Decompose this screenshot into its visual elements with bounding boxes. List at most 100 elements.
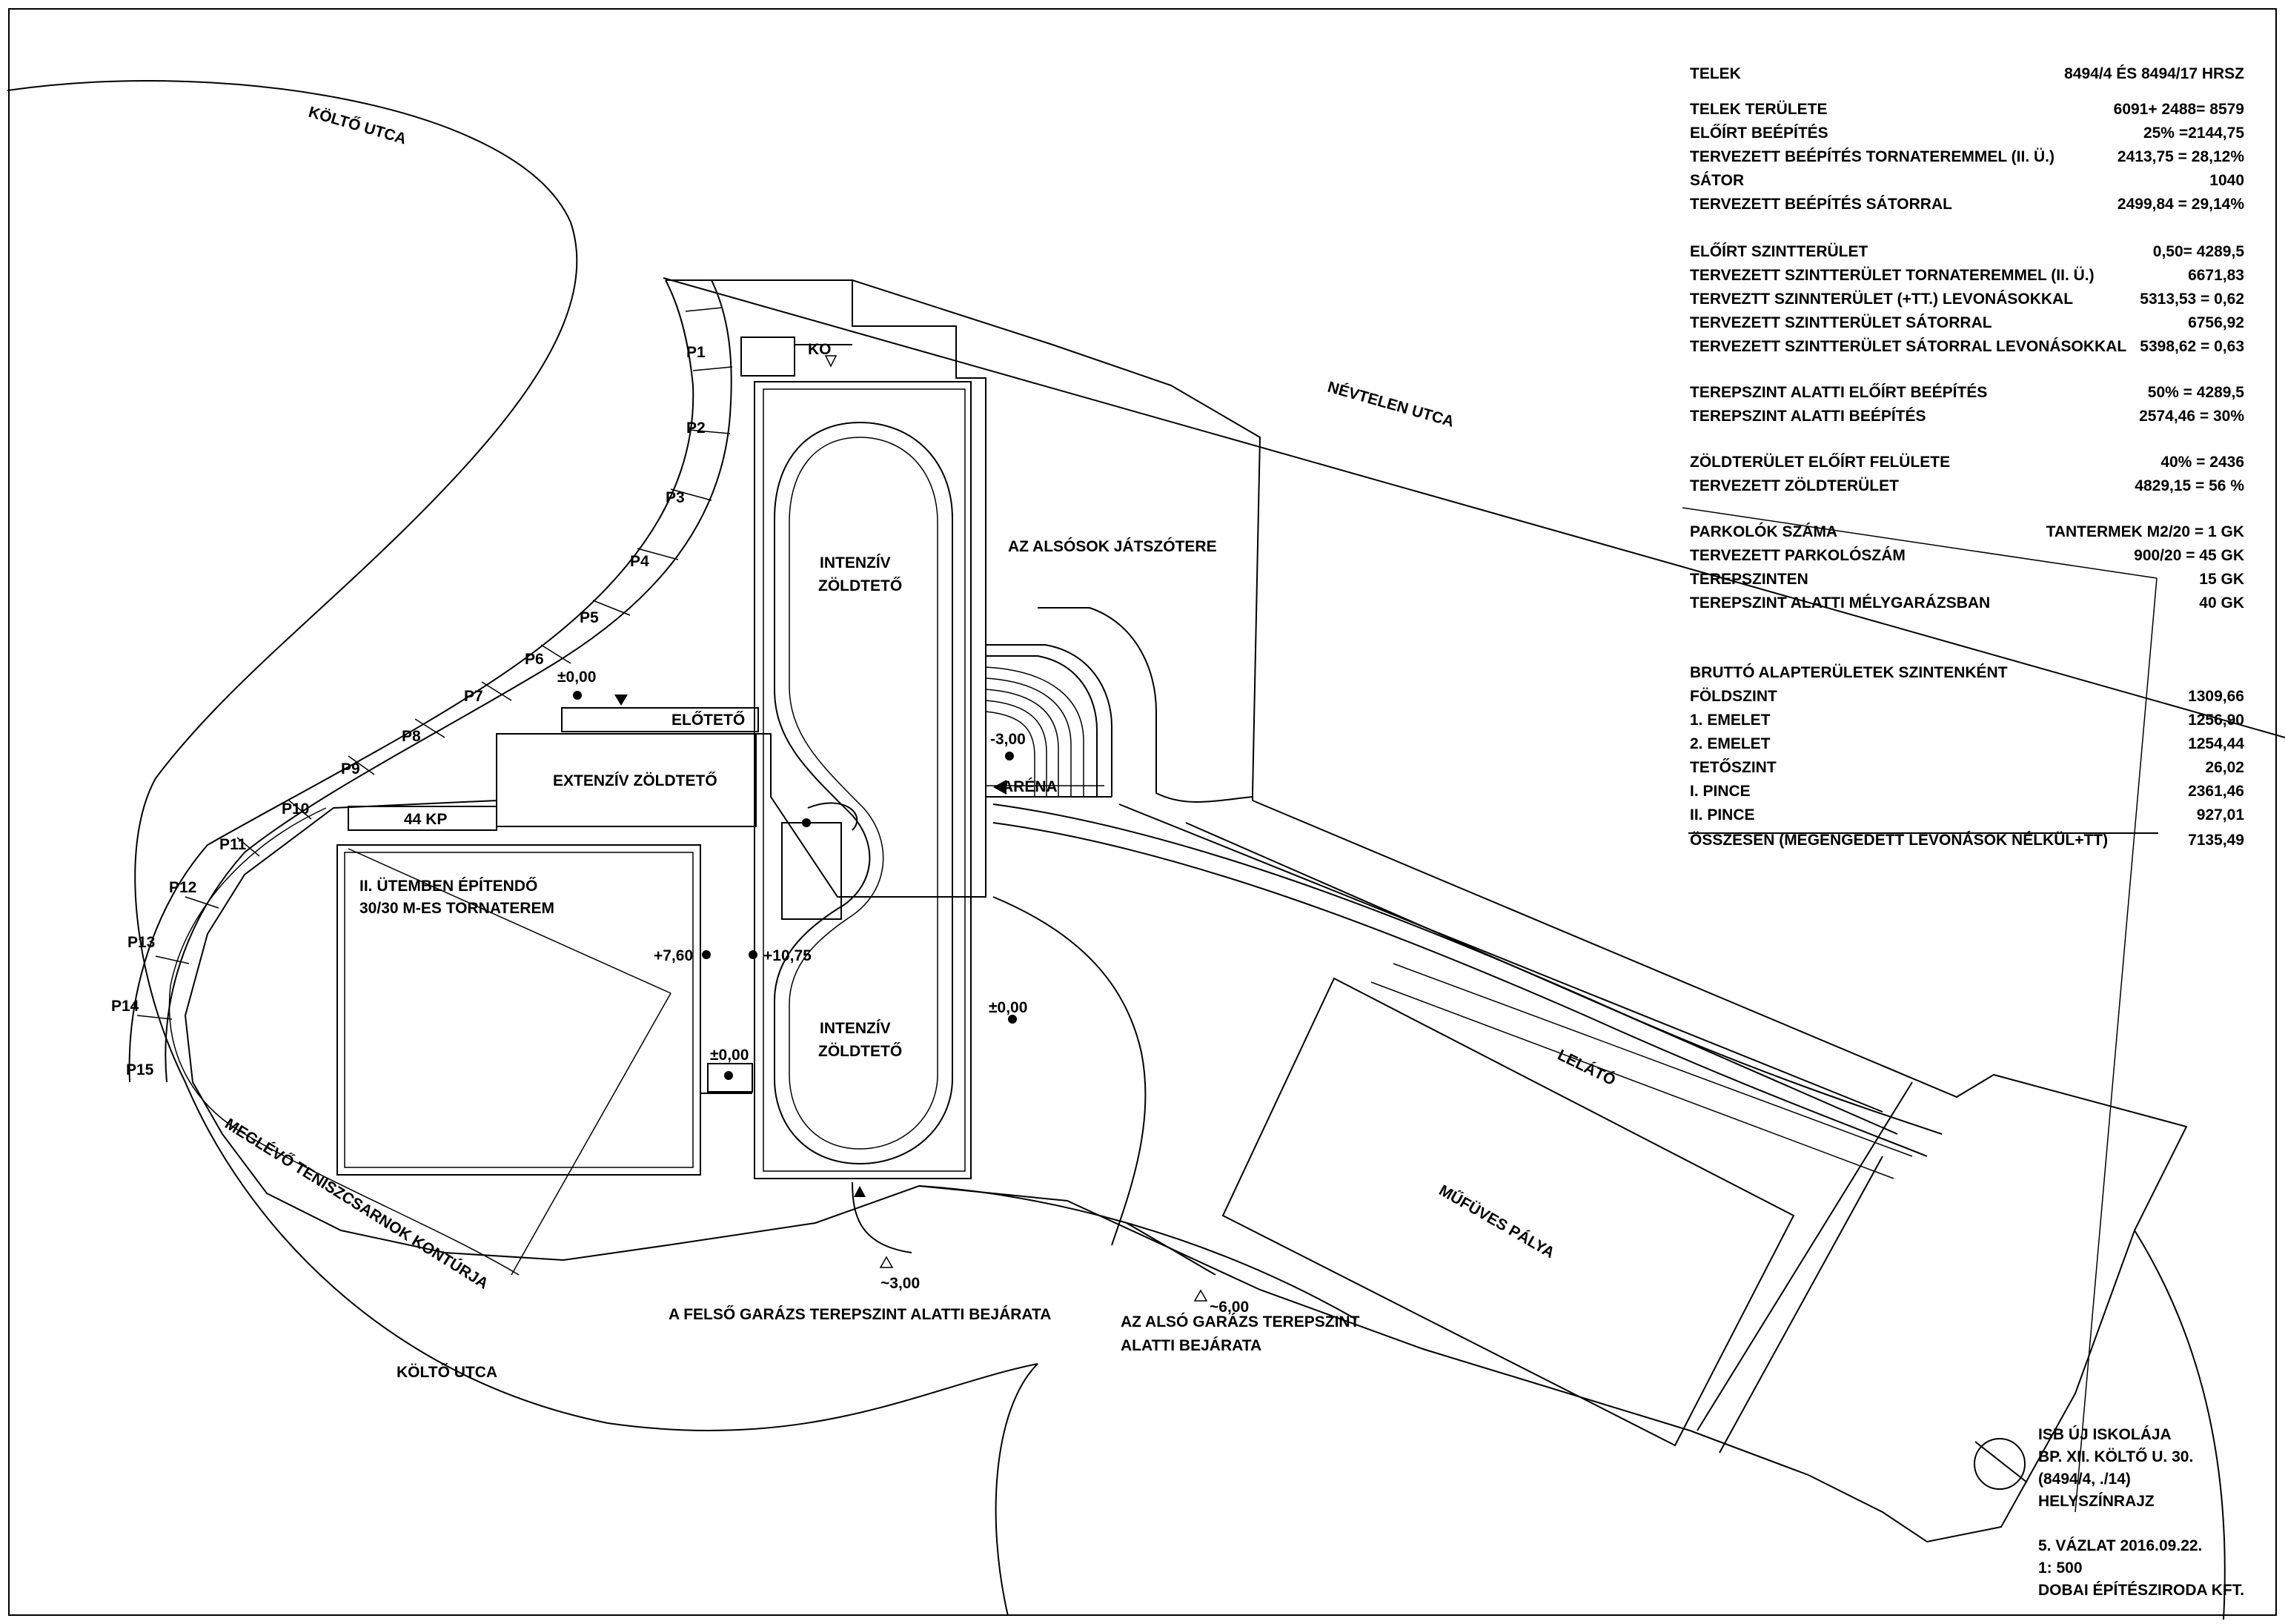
table-row-value: 4829,15 = 56 % [2135,477,2244,494]
drawing-frame [8,8,2277,1616]
label-intenziv-1: INTENZÍV [820,554,891,571]
label-44kp: 44 KP [404,811,447,828]
label-also-garazs-1: AZ ALSÓ GARÁZS TEREPSZINT [1121,1313,1360,1330]
table-row-label: TERVEZETT PARKOLÓSZÁM [1690,546,1906,564]
arena [978,607,1253,803]
label-lelato: LELÁTÓ [1555,1046,1619,1089]
table-row-value: 40% = 2436 [2160,454,2244,471]
label-arena: ARÉNA [1002,778,1058,795]
title-line-7: DOBAI ÉPÍTÉSZIRODA KFT. [2038,1582,2244,1599]
table-row-label: TERVEZETT BEÉPÍTÉS SÁTORRAL [1690,196,1952,213]
title-line-6: 1: 500 [2038,1560,2083,1577]
table-row-value: 6756,92 [2188,314,2244,331]
parking-label: P5 [580,609,599,626]
table-row-label: II. PINCE [1690,806,1755,823]
table-row-value: 1254,44 [2188,735,2244,752]
table-row-label: 1. EMELET [1690,712,1771,729]
table-row-value: 6671,83 [2188,267,2244,284]
label-jatszoter: AZ ALSÓSOK JÁTSZÓTERE [1008,537,1217,555]
site-data-table: TELEK 8494/4 ÉS 8494/17 HRSZ TELEK TERÜLET… [1690,65,2244,849]
table-row-label: TEREPSZINT ALATTI ELŐÍRT BEÉPÍTÉS [1690,384,1987,401]
table-row-value: 26,02 [2205,759,2244,776]
table-row-value: 0,50= 4289,5 [2153,243,2245,260]
table-row-label: I. PINCE [1690,783,1751,800]
gym-building [336,844,753,1276]
parking-label: P3 [666,489,685,506]
label-teniszcsarnok: MEGLÉVŐ TENISZCSARNOK KONTÚRJA [222,1115,491,1293]
north-arrow-icon [1974,1438,2028,1490]
table-row-value: 8494/4 ÉS 8494/17 HRSZ [2064,65,2244,82]
table-row-value: 2574,46 = 30% [2139,408,2244,425]
label-muuves-palya: MŰFÜVES PÁLYA [1436,1181,1558,1262]
title-line-3: (8494/4, ./14) [2038,1471,2131,1488]
parking-label: P15 [126,1061,154,1078]
level-labels: ±0,00 -3,00 +7,60 +10,75 ±0,00 ±0,00 ~3,… [557,669,1249,1316]
parking-label: P2 [686,420,706,437]
table-row-value: 1309,66 [2188,688,2244,705]
table-row-value: 25% =2144,75 [2143,125,2244,142]
title-line-5: 5. VÁZLAT 2016.09.22. [2038,1537,2202,1554]
table-row-label: TEREPSZINT ALATTI MÉLYGARÁZSBAN [1690,594,1990,612]
table-row-label: TEREPSZINT ALATTI BEÉPÍTÉS [1690,408,1926,425]
parking-label: P12 [169,879,196,896]
table-row-label: TERVEZETT ZÖLDTERÜLET [1690,477,1899,494]
table-row-value: 900/20 = 45 GK [2134,547,2244,564]
parking-label: P4 [630,553,649,570]
parking-label: P6 [525,651,544,668]
table-row-label: TETŐSZINT [1690,759,1777,776]
level-label: -3,00 [990,731,1026,748]
table-row-label: ZÖLDTERÜLET ELŐÍRT FELÜLETE [1690,454,1950,471]
level-label: ±0,00 [989,999,1027,1016]
label-felso-garazs: A FELSŐ GARÁZS TEREPSZINT ALATTI BEJÁRAT… [669,1306,1051,1323]
parking-label: P8 [402,728,421,745]
parking-labels: P1 P2 P3 P4 P5 P6 P7 P8 P9 P10 P11 P12 P… [111,344,706,1078]
table-row-value: 1256,90 [2188,712,2244,729]
area-labels: KO INTENZÍV ZÖLDTETŐ AZ ALSÓSOK JÁTSZÓTE… [222,341,1618,1354]
sports-field [1221,963,1913,1454]
table-row-label: TERVEZTT SZINNTERÜLET (+TT.) LEVONÁSOKKA… [1690,291,2073,308]
title-block: ISB ÚJ ISKOLÁJA BP. XII. KÖLTŐ U. 30. (8… [2038,1425,2244,1599]
title-line-1: ISB ÚJ ISKOLÁJA [2038,1425,2172,1443]
parking-label: P10 [282,801,309,818]
table-row-label: ÖSSZESEN (MEGENGEDETT LEVONÁSOK NÉLKÜL+T… [1690,832,2108,849]
table-row-value: TANTERMEK M2/20 = 1 GK [2046,523,2244,540]
level-label: ±0,00 [710,1047,749,1064]
table-row-label: FÖLDSZINT [1690,688,1777,705]
level-label: +7,60 [654,947,693,964]
street-labels: KÖLTŐ UTCA KÖLTŐ UTCA NÉVTELEN UTCA [307,104,1456,1381]
table-row-value: 2361,46 [2188,783,2244,800]
street-outlines [7,80,2285,1620]
label-zoldteto-2: ZÖLDTETŐ [818,1043,902,1060]
table-row-label: ELŐÍRT BEÉPÍTÉS [1690,125,1828,142]
table-row-value: 5313,53 = 0,62 [2140,291,2244,308]
table-row-value: 6091+ 2488= 8579 [2114,101,2244,118]
table-row-value: 40 GK [2199,594,2244,612]
parking-strip [128,279,733,1083]
parking-label: P13 [127,934,155,951]
table-row-label: TELEK [1690,65,1741,82]
site-green-main [184,279,2188,1543]
table-row-value: 2413,75 = 28,12% [2117,148,2244,165]
title-line-2: BP. XII. KÖLTŐ U. 30. [2038,1448,2193,1465]
plot-boundary-line [1682,507,2158,579]
label-eloteto: ELŐTETŐ [671,712,745,729]
table-row-label: TELEK TERÜLETE [1690,101,1828,118]
table-row-value: 1040 [2209,172,2244,189]
table-row-value: 50% = 4289,5 [2148,384,2245,401]
label-zoldteto-1: ZÖLDTETŐ [818,577,902,594]
label-ko: KO [808,341,832,358]
label-tornaterem-2: 30/30 M-ES TORNATEREM [359,900,554,917]
table-row-label: 2. EMELET [1690,735,1771,752]
table-row-value: 927,01 [2197,806,2245,823]
table-row-value: 7135,49 [2188,832,2244,849]
table-row-label: TERVEZETT SZINTTERÜLET SÁTORRAL LEVONÁSO… [1690,338,2126,355]
parking-label: P9 [341,760,360,778]
table-row-label: TEREPSZINTEN [1690,571,1808,588]
table-row-value: 5398,62 = 0,63 [2140,338,2244,355]
table-row-label: PARKOLÓK SZÁMA [1690,523,1837,540]
level-markers [573,355,1208,1302]
table-row-value: 2499,84 = 29,14% [2117,196,2244,213]
table-row-label: TERVEZETT SZINTTERÜLET TORNATEREMMEL (II… [1690,267,2095,284]
parking-label: P14 [111,998,139,1015]
